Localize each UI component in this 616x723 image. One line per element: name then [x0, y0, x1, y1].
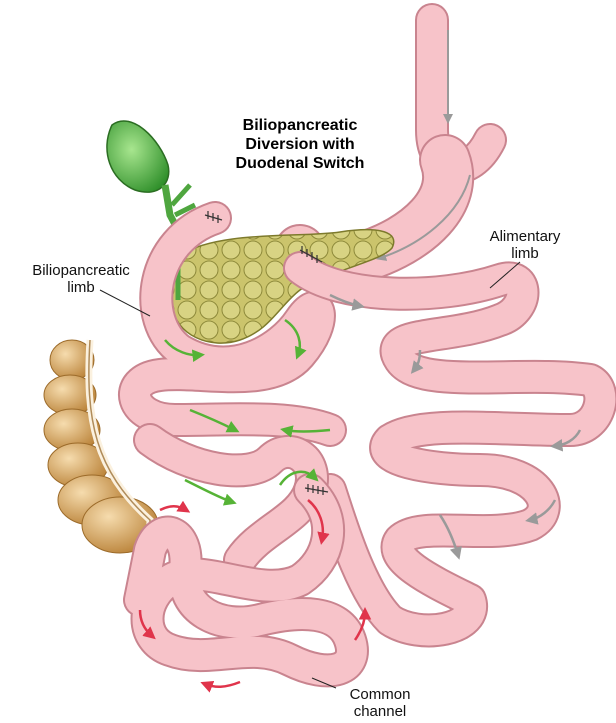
diagram-title-line3: Duodenal Switch: [200, 154, 400, 173]
diagram-title: Biliopancreatic Diversion with Duodenal …: [200, 116, 400, 173]
label-alimentary-limb: Alimentary limb: [470, 228, 580, 262]
label-alimentary-line2: limb: [470, 245, 580, 262]
label-common-line2: channel: [330, 703, 430, 720]
label-biliopancreatic-line1: Biliopancreatic: [6, 262, 156, 279]
label-biliopancreatic-line2: limb: [6, 279, 156, 296]
label-alimentary-line1: Alimentary: [470, 228, 580, 245]
diagram-title-line2: Diversion with: [200, 135, 400, 154]
label-common-channel: Common channel: [330, 686, 430, 720]
label-biliopancreatic-limb: Biliopancreatic limb: [6, 262, 156, 296]
label-common-line1: Common: [330, 686, 430, 703]
diagram-title-line1: Biliopancreatic: [200, 116, 400, 135]
